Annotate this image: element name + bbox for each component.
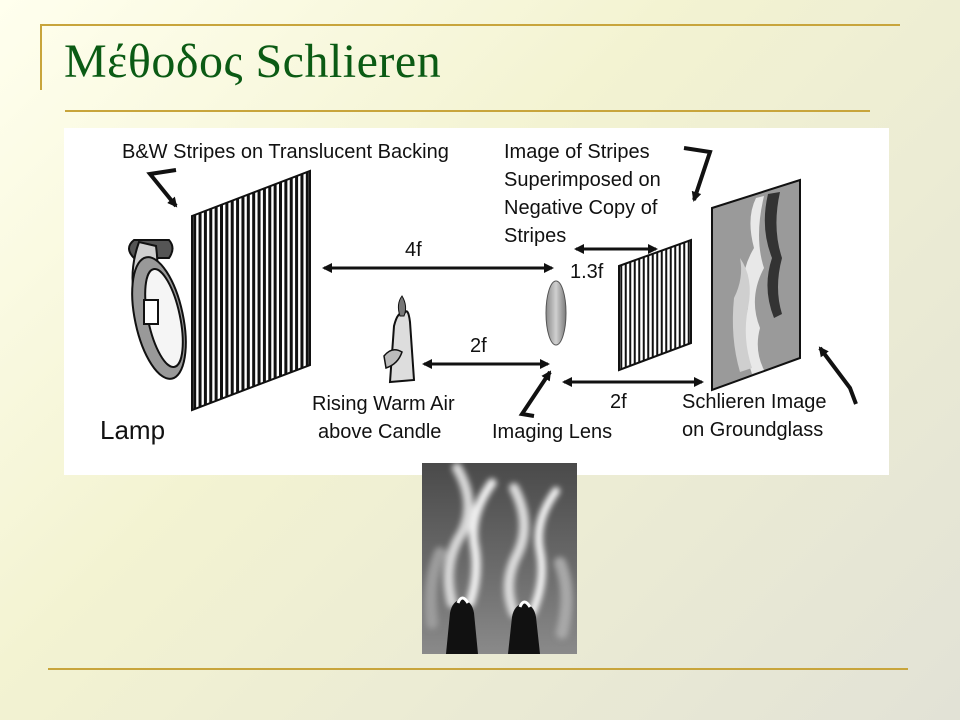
label-image-of-stripes-3: Negative Copy of xyxy=(504,197,658,219)
schlieren-diagram: B&W Stripes on Translucent Backing Image… xyxy=(64,128,889,475)
label-4f: 4f xyxy=(405,239,422,261)
label-warm-air-1: Rising Warm Air xyxy=(312,393,455,415)
schlieren-photo xyxy=(422,463,577,654)
lens-icon xyxy=(545,280,567,346)
label-2f-left: 2f xyxy=(470,335,487,357)
bottom-rule xyxy=(48,668,908,670)
slide-title: Μέθοδος Schlieren xyxy=(64,35,442,88)
pointer-image-of-stripes xyxy=(683,146,713,202)
label-image-of-stripes-2: Superimposed on xyxy=(504,169,661,191)
left-rule xyxy=(40,24,42,90)
label-1-3f: 1.3f xyxy=(570,261,604,283)
groundglass-screen xyxy=(711,178,801,392)
pointer-stripes xyxy=(146,168,178,208)
negative-stripes-panel xyxy=(618,238,692,372)
candle-icon xyxy=(383,295,416,384)
label-image-of-stripes-4: Stripes xyxy=(504,225,566,247)
stripes-panel xyxy=(191,169,311,412)
label-warm-air-2: above Candle xyxy=(318,421,441,443)
pointer-screen xyxy=(818,346,858,405)
label-lamp: Lamp xyxy=(100,415,165,445)
label-image-of-stripes-1: Image of Stripes xyxy=(504,141,650,163)
label-screen-2: on Groundglass xyxy=(682,419,823,441)
top-rule xyxy=(40,24,900,26)
label-stripes: B&W Stripes on Translucent Backing xyxy=(122,141,449,163)
title-underline xyxy=(65,110,870,112)
pointer-lens xyxy=(518,370,552,418)
label-2f-right: 2f xyxy=(610,391,627,413)
lamp-icon xyxy=(128,239,187,380)
label-screen-1: Schlieren Image xyxy=(682,391,827,413)
label-lens: Imaging Lens xyxy=(492,421,612,443)
